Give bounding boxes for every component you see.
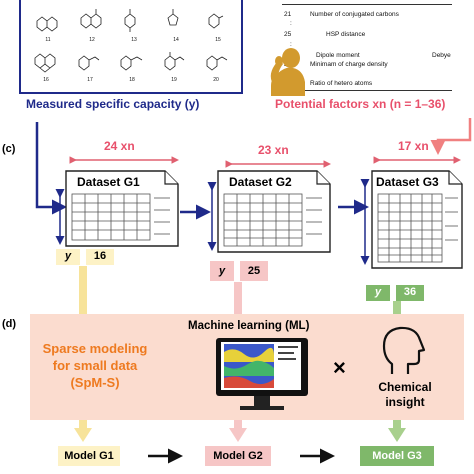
factor-label: Dipole moment: [316, 52, 360, 59]
compound-label: 13: [131, 37, 137, 43]
compound-label: 16: [43, 77, 49, 83]
g2-to-model-arrowhead: [229, 428, 247, 442]
g1-y-label: y: [56, 249, 80, 265]
g3-y-count: 36: [396, 285, 424, 301]
monitor-icon: [216, 338, 308, 410]
factor-number: 25: [284, 31, 292, 38]
factor-label: Ratio of hetero atoms: [310, 80, 373, 87]
dataset-g3-document: [371, 170, 463, 269]
spm-line2: for small data: [52, 358, 138, 373]
g2-factor-count: 23 xn: [258, 143, 289, 157]
compound-label: 20: [213, 77, 219, 83]
capacity-to-dataset-arrow: [35, 122, 67, 215]
compound-label: 12: [89, 37, 95, 43]
dataset-g2-document: [217, 170, 331, 253]
factor-number: 21: [284, 11, 292, 18]
times-symbol: ×: [333, 355, 346, 380]
compound-label: 15: [215, 37, 221, 43]
potential-factors-caption: Potential factors xn (n = 1–36): [275, 97, 446, 111]
compound-label: 14: [173, 37, 179, 43]
dataset-g1-document: [65, 170, 179, 247]
compound-panel: 11 12 13 14 15 16 17 18 19 20: [19, 0, 243, 94]
g2-y-count: 25: [240, 261, 268, 281]
factor-table-bottom-rule: [282, 90, 452, 91]
factor-table-top-rule: [282, 4, 452, 5]
compound-label: 18: [129, 77, 135, 83]
compound-structures-row1: [36, 9, 224, 32]
chem-line1: Chemical: [378, 380, 432, 394]
g1-y-count: 16: [86, 249, 114, 265]
dataset-g3-title: Dataset G3: [376, 175, 439, 189]
g3-y-label: y: [366, 285, 390, 301]
ml-title: Machine learning (ML): [188, 320, 310, 332]
factor-label: HSP distance: [326, 31, 366, 38]
model-g1-box: Model G1: [58, 446, 120, 466]
compound-label: 17: [87, 77, 93, 83]
head-profile-icon: [382, 326, 426, 374]
spm-label-block: Sparse modeling for small data (SpM-S): [30, 340, 160, 391]
panel-c-label: (c): [2, 143, 16, 155]
factor-table: 21 Number of conjugated carbons 25 HSP d…: [262, 0, 462, 95]
model-g2-box: Model G2: [205, 446, 271, 466]
compound-structures-row2: [34, 52, 228, 73]
dataset-g2-title: Dataset G2: [229, 175, 292, 189]
g3-factor-count: 17 xn: [398, 139, 429, 153]
thinking-person-icon: [270, 48, 305, 96]
model-g3-box: Model G3: [360, 446, 434, 466]
g3-to-model-arrowhead: [388, 428, 406, 442]
factor-unit: Debye: [432, 52, 451, 59]
g1-factor-count: 24 xn: [104, 139, 135, 153]
factor-label: Minimam of charge density: [310, 61, 388, 68]
row-separator: :: [290, 20, 292, 27]
spm-line3: (SpM-S): [70, 375, 120, 390]
compound-label: 11: [45, 37, 51, 43]
dataset-g1-title: Dataset G1: [77, 175, 140, 189]
row-separator: :: [290, 41, 292, 48]
model-arrows: [148, 448, 335, 464]
compound-label: 19: [171, 77, 177, 83]
g1-to-model-arrowhead: [74, 428, 92, 442]
chem-line2: insight: [385, 395, 425, 409]
chemical-insight-label: Chemical insight: [360, 380, 450, 410]
panel-d-label: (d): [2, 318, 17, 330]
factors-to-dataset-arrow: [430, 118, 472, 155]
factor-label: Number of conjugated carbons: [310, 11, 399, 18]
specific-capacity-caption: Measured specific capacity (y): [26, 97, 200, 111]
g2-y-label: y: [210, 261, 234, 281]
spm-line1: Sparse modeling: [42, 341, 148, 356]
